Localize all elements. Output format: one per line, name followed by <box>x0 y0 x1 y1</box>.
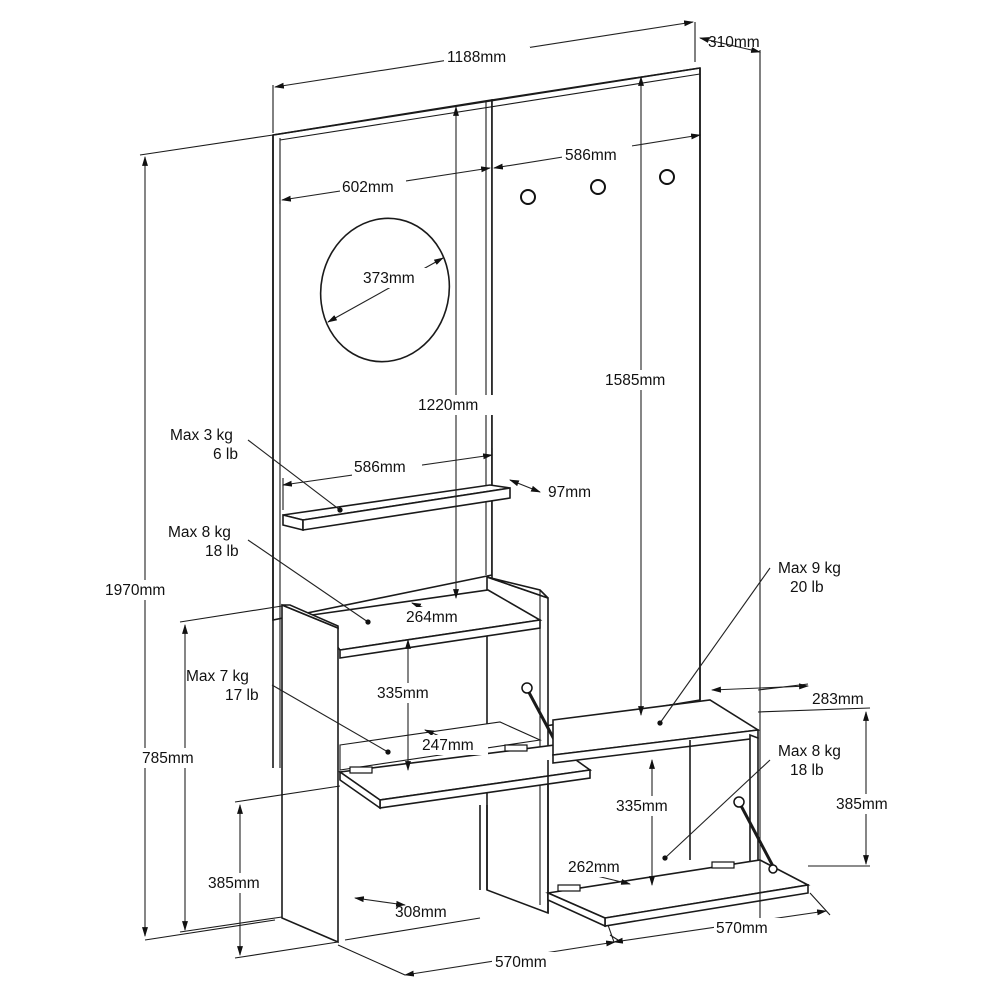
shelf-load-lb: 6 lb <box>213 446 238 463</box>
bench-load-lb: 20 lb <box>790 579 824 596</box>
leader-lines <box>247 439 771 861</box>
lower-height-label: 385mm <box>208 875 260 892</box>
desk-flap-load-kg: Max 7 kg <box>186 668 249 685</box>
desk-depth-label: 264mm <box>406 609 458 626</box>
bench-flap-load-kg: Max 8 kg <box>778 743 841 760</box>
desk-load-lb: 18 lb <box>205 543 239 560</box>
right-panel-width-label: 586mm <box>565 147 617 164</box>
coat-hook-icon <box>590 179 606 195</box>
desk-load-kg: Max 8 kg <box>168 524 231 541</box>
bench-flap-load-lb: 18 lb <box>790 762 824 779</box>
left-panel-width-label: 602mm <box>342 179 394 196</box>
bench-width-label: 570mm <box>716 920 768 937</box>
bench-flap-depth-label: 262mm <box>568 859 620 876</box>
back-panels <box>272 67 701 768</box>
depth-label: 310mm <box>708 34 760 51</box>
total-width-label: 1188mm <box>447 49 506 66</box>
total-height-label: 1970mm <box>105 582 165 599</box>
mirror-to-desk-height-label: 1220mm <box>418 397 478 414</box>
desk-cabinet <box>281 575 593 944</box>
flap-depth-label: 247mm <box>422 737 474 754</box>
mirror-diameter-label: 373mm <box>363 270 415 287</box>
shelf-load-kg: Max 3 kg <box>170 427 233 444</box>
mirror <box>319 217 451 363</box>
cabinet-width-label: 570mm <box>495 954 547 971</box>
cabinet-height-label: 785mm <box>142 750 194 767</box>
bench-load-kg: Max 9 kg <box>778 560 841 577</box>
bench-inner-height-label: 335mm <box>616 798 668 815</box>
coat-hook-icon <box>520 189 536 205</box>
desk-flap-load-lb: 17 lb <box>225 687 259 704</box>
bench-cabinet <box>545 699 811 928</box>
base-depth-label: 308mm <box>395 904 447 921</box>
desk-inner-height-label: 335mm <box>377 685 429 702</box>
bench-depth-label: 283mm <box>812 691 864 708</box>
load-labels: Max 3 kg 6 lb Max 8 kg 18 lb Max 7 kg 17… <box>168 427 841 779</box>
dimension-lines <box>139 20 871 977</box>
dimension-labels: 1188mm 310mm 602mm 586mm 373mm 1220mm 15… <box>103 34 900 972</box>
bench-height-label: 385mm <box>836 796 888 813</box>
coat-hooks <box>520 169 675 205</box>
coat-hook-icon <box>659 169 675 185</box>
shelf-depth-label: 97mm <box>548 484 591 501</box>
shelf-width-label: 586mm <box>354 459 406 476</box>
hook-height-label: 1585mm <box>605 372 665 389</box>
